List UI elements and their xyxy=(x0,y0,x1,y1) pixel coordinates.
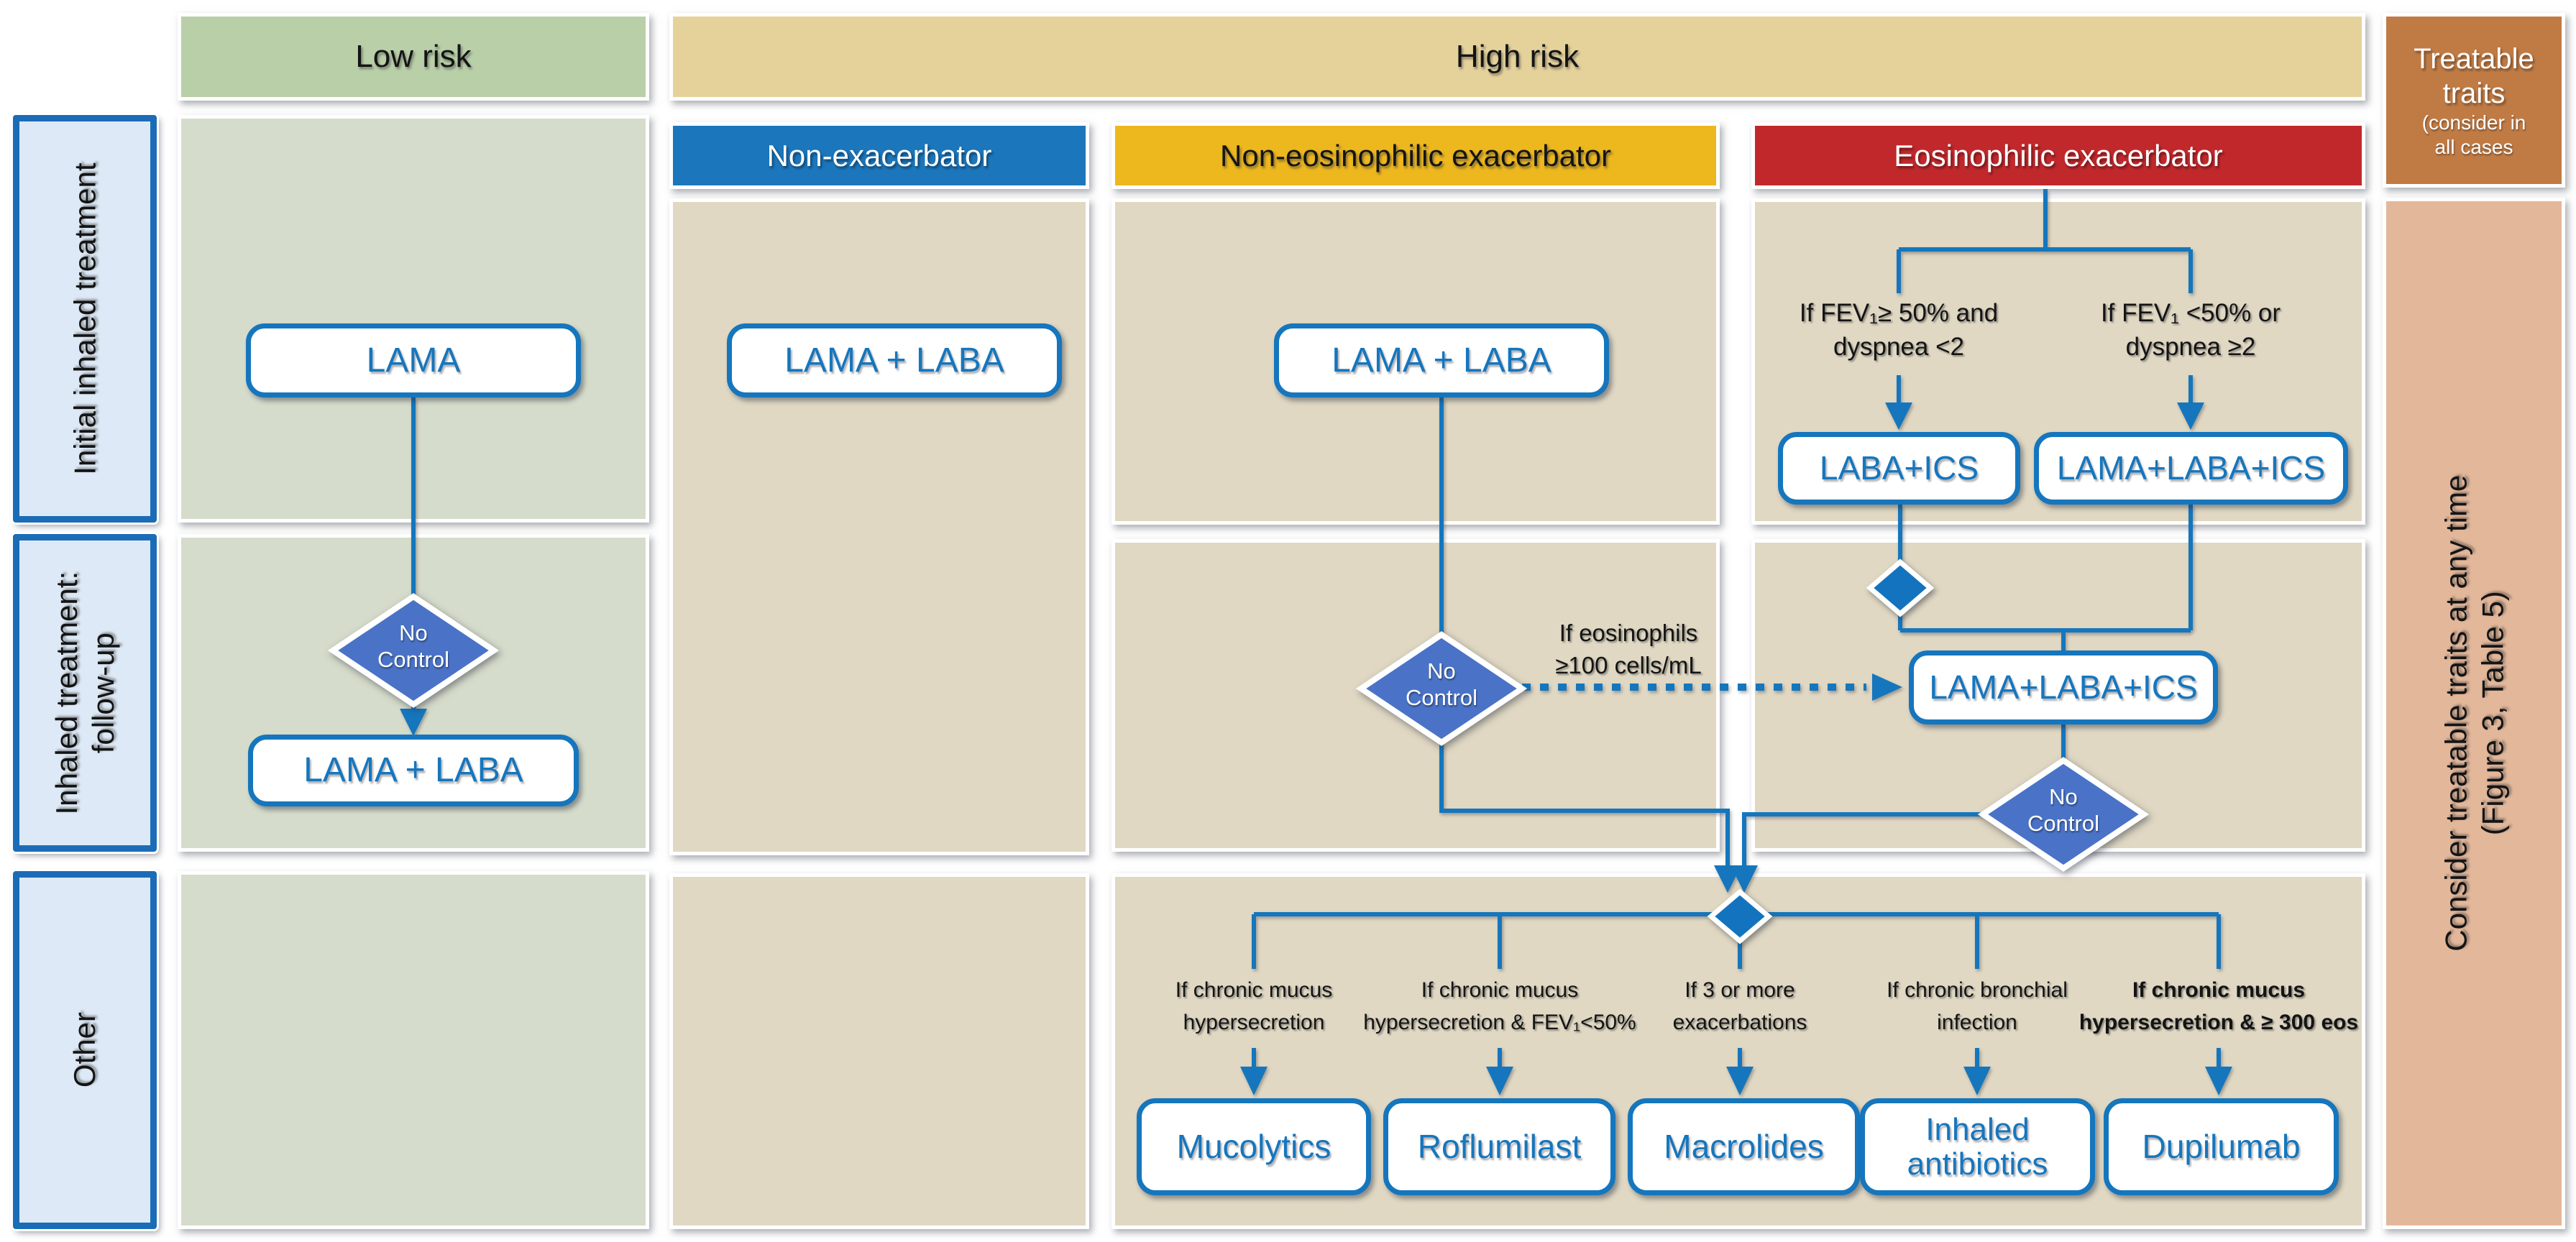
non-exacerbator-label: Non-exacerbator xyxy=(766,138,992,172)
no-control-lowrisk-line1: No xyxy=(399,620,428,645)
low-risk-header: Low risk xyxy=(178,13,649,101)
no-control-text-lowrisk: No Control xyxy=(333,620,494,673)
row-label-followup-line2: follow-up xyxy=(86,632,121,754)
condition-chronic-mucus-fev: If chronic mucus hypersecretion & FEV₁<5… xyxy=(1277,974,1723,1039)
condition-eosinophils-100: If eosinophils ≥100 cells/mL xyxy=(1485,617,1772,681)
condition-branch1-line1: If chronic mucus xyxy=(1175,978,1333,1002)
condition-branch5-line1: If chronic mucus xyxy=(2132,978,2306,1002)
no-control-text-eos: No Control xyxy=(1983,783,2144,837)
condition-fev-lt50-line2: dyspnea ≥2 xyxy=(2125,333,2256,361)
condition-fev-lt50-line1: If FEV₁ <50% or xyxy=(2100,299,2281,327)
non-exacerbator-panel-other xyxy=(669,873,1089,1229)
treatable-traits-box: Treatable traits (consider in all cases xyxy=(2383,13,2565,188)
condition-chronic-bronchial-infection: If chronic bronchial infection xyxy=(1754,974,2200,1039)
box-lama-laba-nonexacerbator: LAMA + LABA xyxy=(727,323,1062,397)
no-control-noneos-line2: Control xyxy=(1406,685,1477,710)
treatable-traits-title: Treatable traits xyxy=(2414,42,2534,109)
condition-3-exacerbations: If 3 or more exacerbations xyxy=(1517,974,1963,1039)
box-laba-ics: LABA+ICS xyxy=(1778,432,2020,505)
consider-text-line1: Consider treatable traits at any time xyxy=(2438,475,2472,952)
box-macrolides: Macrolides xyxy=(1628,1098,1860,1195)
no-control-lowrisk-line2: Control xyxy=(377,647,449,672)
condition-eos100-line2: ≥100 cells/mL xyxy=(1555,652,1702,678)
condition-fev-ge50-line2: dyspnea <2 xyxy=(1833,333,1964,361)
no-control-noneos-line1: No xyxy=(1427,658,1456,684)
row-label-initial-text: Initial inhaled treatment xyxy=(68,162,102,475)
box-lama-laba-ics-followup-label: LAMA+LABA+ICS xyxy=(1929,668,2198,706)
condition-branch5-line2: hypersecretion & ≥ 300 eos xyxy=(2078,1011,2359,1034)
box-lama-laba-followup-label: LAMA + LABA xyxy=(303,751,523,790)
box-lama-laba-noneosinophilic: LAMA + LABA xyxy=(1274,323,1609,397)
box-inhaled-antibiotics: Inhaled antibiotics xyxy=(1860,1098,2095,1195)
row-label-initial-inhaled-treatment: Initial inhaled treatment xyxy=(13,115,157,523)
consider-text-line2: (Figure 3, Table 5) xyxy=(2475,591,2510,836)
condition-fev-ge50: If FEV₁≥ 50% and dyspnea <2 xyxy=(1719,296,2078,364)
condition-branch4-line1: If chronic bronchial xyxy=(1887,978,2068,1002)
no-control-text-noneos: No Control xyxy=(1361,658,1522,711)
box-lama-label: LAMA xyxy=(366,341,461,380)
box-mucolytics-label: Mucolytics xyxy=(1176,1127,1331,1165)
no-control-eos-line2: Control xyxy=(2027,811,2099,836)
box-lama-laba-ics-initial: LAMA+LABA+ICS xyxy=(2034,432,2348,505)
box-lama-laba-ics-initial-label: LAMA+LABA+ICS xyxy=(2056,448,2326,487)
row-label-followup-text: Inhaled treatment: follow-up xyxy=(48,571,122,815)
box-lama: LAMA xyxy=(246,323,581,397)
condition-eos100-line1: If eosinophils xyxy=(1559,620,1698,646)
box-inhaled-antibiotics-label: Inhaled antibiotics xyxy=(1907,1111,2048,1182)
row-label-followup-line1: Inhaled treatment: xyxy=(49,571,83,815)
lowrisk-panel-row1 xyxy=(178,115,649,523)
no-control-eos-line1: No xyxy=(2049,784,2078,809)
condition-branch2-line1: If chronic mucus xyxy=(1421,978,1579,1002)
box-roflumilast-label: Roflumilast xyxy=(1417,1127,1582,1165)
box-lama-laba-ics-followup: LAMA+LABA+ICS xyxy=(1909,650,2218,724)
row-label-other-text: Other xyxy=(68,1012,102,1088)
box-dupilumab-label: Dupilumab xyxy=(2142,1127,2301,1165)
non-eosinophilic-header: Non-eosinophilic exacerbator xyxy=(1111,122,1720,189)
condition-branch3-line1: If 3 or more xyxy=(1685,978,1795,1002)
row-label-inhaled-treatment-followup: Inhaled treatment: follow-up xyxy=(13,534,157,852)
condition-branch1-line2: hypersecretion xyxy=(1183,1011,1325,1034)
low-risk-label: Low risk xyxy=(355,39,472,74)
box-laba-ics-label: LABA+ICS xyxy=(1819,448,1979,487)
consider-treatable-traits-panel: Consider treatable traits at any time (F… xyxy=(2383,198,2565,1229)
condition-branch2-line2: hypersecretion & FEV₁<50% xyxy=(1363,1011,1636,1034)
box-macrolides-label: Macrolides xyxy=(1664,1127,1824,1165)
condition-branch3-line2: exacerbations xyxy=(1672,1011,1807,1034)
high-risk-label: High risk xyxy=(1455,39,1580,74)
eosinophilic-label: Eosinophilic exacerbator xyxy=(1894,138,2223,172)
non-exacerbator-panel-main xyxy=(669,198,1089,855)
box-lama-laba-lowrisk-followup: LAMA + LABA xyxy=(248,735,579,806)
condition-chronic-mucus: If chronic mucus hypersecretion xyxy=(1031,974,1477,1039)
box-dupilumab: Dupilumab xyxy=(2104,1098,2339,1195)
non-exacerbator-header: Non-exacerbator xyxy=(669,122,1089,189)
condition-branch4-line2: infection xyxy=(1937,1011,2017,1034)
treatable-traits-subtitle: (consider in all cases xyxy=(2421,111,2526,158)
condition-chronic-mucus-300eos: If chronic mucus hypersecretion & ≥ 300 … xyxy=(1996,974,2442,1039)
condition-fev-lt50: If FEV₁ <50% or dyspnea ≥2 xyxy=(2011,296,2370,364)
box-roflumilast: Roflumilast xyxy=(1383,1098,1615,1195)
box-mucolytics: Mucolytics xyxy=(1137,1098,1371,1195)
condition-fev-ge50-line1: If FEV₁≥ 50% and xyxy=(1799,299,1999,327)
non-eosinophilic-label: Non-eosinophilic exacerbator xyxy=(1220,138,1611,172)
box-lama-laba-nonexac-label: LAMA + LABA xyxy=(784,341,1004,380)
row-label-other: Other xyxy=(13,871,157,1229)
eosinophilic-header: Eosinophilic exacerbator xyxy=(1751,122,2365,189)
lowrisk-panel-row3 xyxy=(178,871,649,1229)
consider-treatable-traits-text: Consider treatable traits at any time (F… xyxy=(2437,475,2511,952)
high-risk-header: High risk xyxy=(669,13,2365,101)
box-lama-laba-noneos-label: LAMA + LABA xyxy=(1331,341,1551,380)
